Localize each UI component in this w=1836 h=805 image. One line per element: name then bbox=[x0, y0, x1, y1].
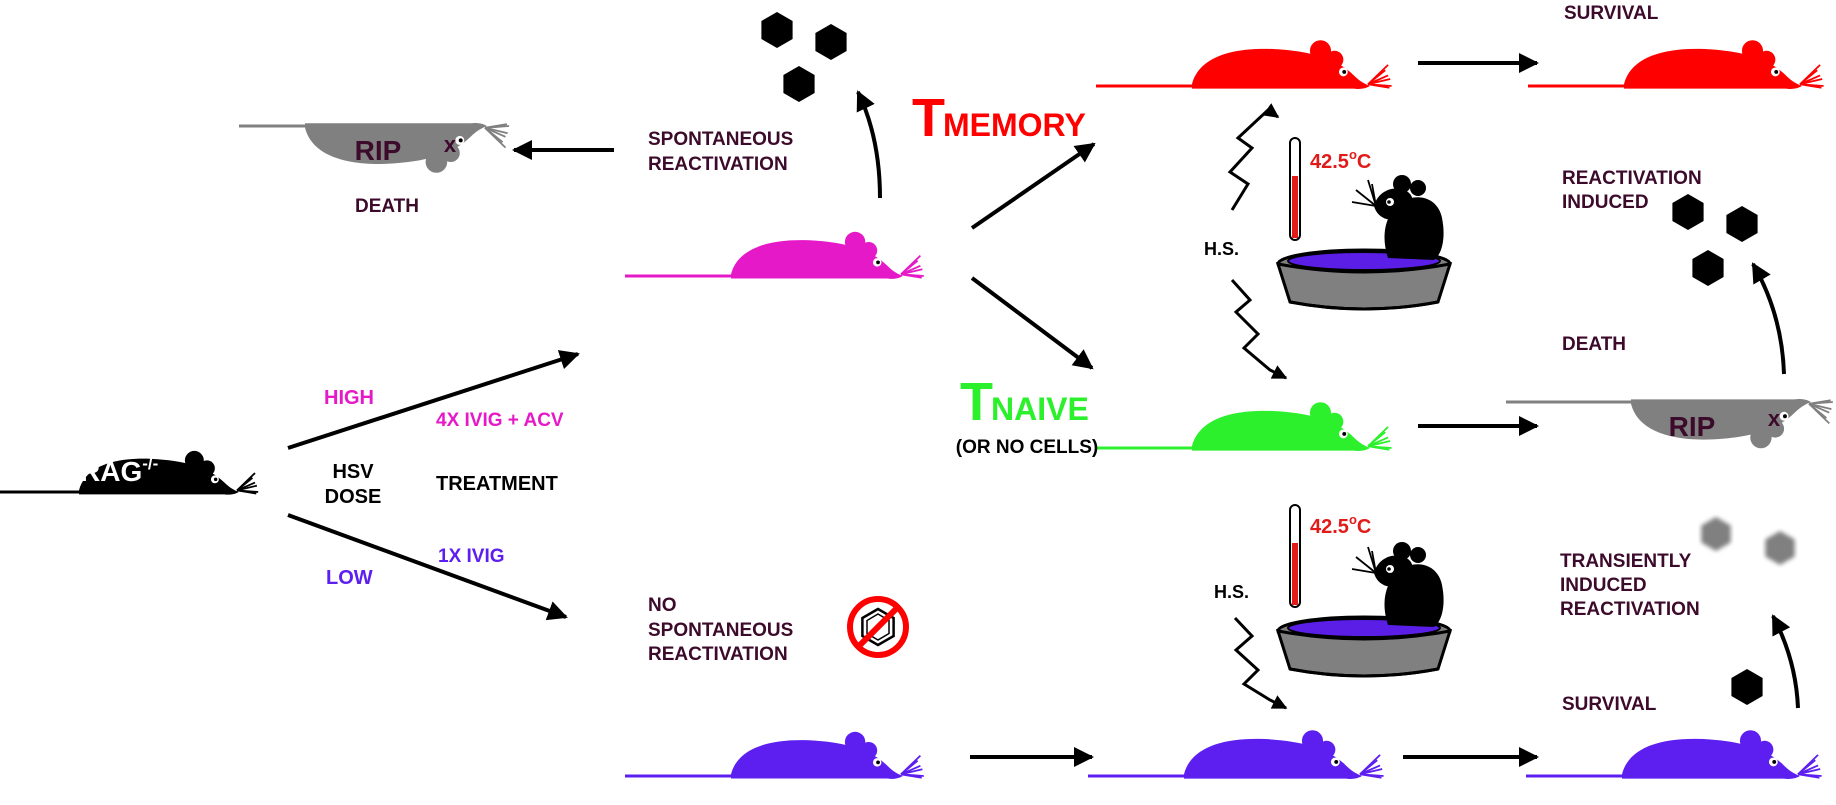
water-bath-bottom bbox=[1275, 504, 1453, 678]
mouse-in-bath bbox=[1351, 542, 1444, 627]
transiently-label: TRANSIENTLY bbox=[1560, 551, 1692, 572]
transient-reactivation-label: REACTIVATION bbox=[1560, 599, 1700, 620]
rip-label: RIP bbox=[355, 135, 402, 166]
survival-label-top: SURVIVAL bbox=[1564, 3, 1659, 24]
mouse-purple-middle bbox=[1087, 730, 1384, 779]
no-reactivation-label: REACTIVATION bbox=[648, 644, 788, 665]
arrow-high-dose bbox=[287, 350, 580, 450]
water-bath-top bbox=[1275, 137, 1453, 311]
spontaneous-label: SPONTANEOUS bbox=[648, 129, 793, 150]
reactivation-induced-label-2: INDUCED bbox=[1562, 192, 1649, 213]
mouse-rag-black bbox=[0, 450, 259, 495]
dose-label: DOSE bbox=[325, 486, 382, 508]
lightning-bolt-icon bbox=[1227, 103, 1280, 211]
mouse-red-survival bbox=[1527, 40, 1824, 89]
mouse-in-bath bbox=[1351, 175, 1444, 260]
low-dose-label: LOW bbox=[326, 567, 373, 589]
t-naive-label: TNAIVE bbox=[960, 372, 1089, 432]
reactivation-induced-label-1: REACTIVATION bbox=[1562, 168, 1702, 189]
prohibited-virus-icon bbox=[847, 596, 909, 658]
heat-shock-label-bottom: H.S. bbox=[1214, 582, 1249, 602]
hexagon-virus-icon bbox=[1701, 517, 1731, 551]
death-label-right: DEATH bbox=[1562, 334, 1626, 355]
arrow-low-dose bbox=[287, 513, 568, 621]
induced-label: INDUCED bbox=[1560, 575, 1647, 596]
heat-shock-label-top: H.S. bbox=[1204, 239, 1239, 259]
treatment-label: TREATMENT bbox=[436, 473, 558, 495]
temperature-label-top: 42.5oC bbox=[1310, 147, 1371, 173]
arrows bbox=[287, 53, 1800, 767]
lightning-bolt-icon bbox=[1233, 616, 1288, 710]
reactivation-label: REACTIVATION bbox=[648, 154, 788, 175]
labels: RAG-/- HIGH LOW HSV DOSE TREATMENT 4X IV… bbox=[80, 3, 1702, 715]
high-dose-label: HIGH bbox=[324, 387, 374, 409]
mouse-pink bbox=[624, 231, 924, 279]
treatment-high-label: 4X IVIG + ACV bbox=[436, 410, 564, 431]
rip-label: RIP bbox=[1669, 411, 1716, 442]
death-label-left: DEATH bbox=[355, 196, 419, 217]
arrow-curved-spontaneous bbox=[856, 90, 882, 199]
arrow-to-memory bbox=[970, 142, 1096, 230]
hexagon-virus-icon bbox=[1726, 206, 1758, 242]
no-label: NO bbox=[648, 595, 677, 616]
or-no-cells-label: (OR NO CELLS) bbox=[956, 437, 1099, 458]
survival-label-bottom: SURVIVAL bbox=[1562, 694, 1657, 715]
hexagon-virus-icon bbox=[1672, 194, 1704, 230]
hexagon-virus-icon bbox=[1765, 531, 1795, 565]
mouse-red-memory bbox=[1095, 40, 1392, 89]
lightning-bolt-icon bbox=[1230, 278, 1288, 380]
hsv-label: HSV bbox=[332, 461, 374, 483]
mouse-dead-right bbox=[1506, 398, 1833, 449]
rip-x-label: x bbox=[1768, 406, 1781, 431]
no-spontaneous-label: SPONTANEOUS bbox=[648, 620, 793, 641]
mice bbox=[0, 40, 1833, 779]
heat-shock-bolts bbox=[1227, 103, 1288, 710]
hexagon-virus-icon bbox=[783, 66, 815, 102]
rip-x-label: x bbox=[444, 132, 457, 157]
mouse-dead-left bbox=[238, 122, 510, 173]
hexagon-virus-icon bbox=[1692, 250, 1724, 286]
hexagon-virus-icon bbox=[815, 24, 847, 60]
arrow-curved-reactivation-induced bbox=[1751, 262, 1786, 375]
temperature-label-bottom: 42.5oC bbox=[1310, 512, 1371, 538]
virus-particles bbox=[761, 12, 1795, 705]
hexagon-virus-icon bbox=[1731, 669, 1763, 705]
mouse-purple-survival bbox=[1525, 730, 1822, 779]
mouse-purple-left bbox=[624, 731, 924, 779]
rag-label: RAG-/- bbox=[80, 454, 158, 487]
treatment-low-label: 1X IVIG bbox=[438, 546, 505, 567]
hexagon-virus-icon bbox=[761, 12, 793, 48]
arrow-curved-transient bbox=[1771, 614, 1800, 709]
arrow-to-naive bbox=[970, 276, 1094, 370]
rag-superscript: -/- bbox=[142, 454, 158, 473]
mouse-green-naive bbox=[1095, 402, 1392, 451]
t-memory-label: TMEMORY bbox=[912, 88, 1086, 148]
